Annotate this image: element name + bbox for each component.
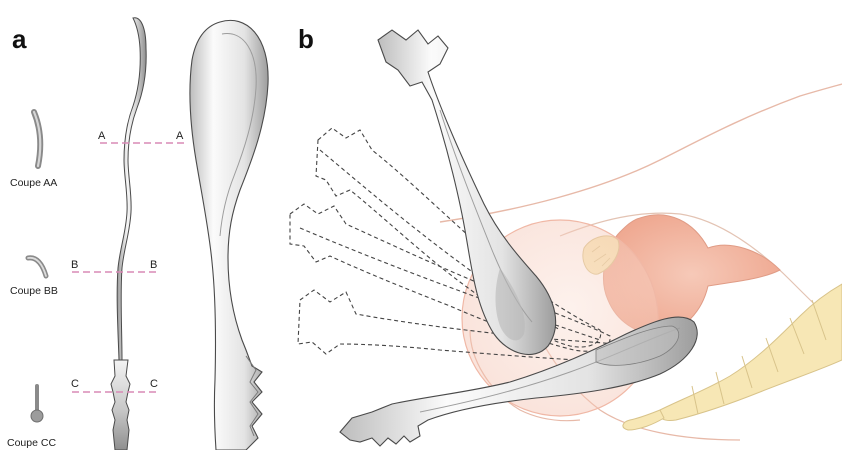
cut-mark-c-right: C — [150, 378, 158, 390]
section-cc-bulb — [31, 410, 43, 422]
body-contour — [440, 84, 842, 222]
panel-b: b — [290, 24, 842, 446]
panel-b-letter: b — [298, 24, 314, 54]
panel-a: a Coupe AA Coupe BB Coupe CC A A B B C C — [7, 18, 268, 450]
panel-a-letter: a — [12, 24, 27, 54]
section-bb-caption: Coupe BB — [10, 285, 58, 297]
cut-mark-c-left: C — [71, 378, 79, 390]
coccyx — [623, 410, 664, 430]
blade-side-profile — [117, 18, 146, 360]
section-aa-caption: Coupe AA — [10, 177, 57, 189]
handle-side-profile — [111, 360, 130, 450]
section-cc-caption: Coupe CC — [7, 437, 56, 449]
cut-mark-b-left: B — [71, 259, 78, 271]
cut-mark-a-left: A — [98, 130, 106, 142]
cut-mark-b-right: B — [150, 259, 157, 271]
cut-mark-a-right: A — [176, 130, 184, 142]
